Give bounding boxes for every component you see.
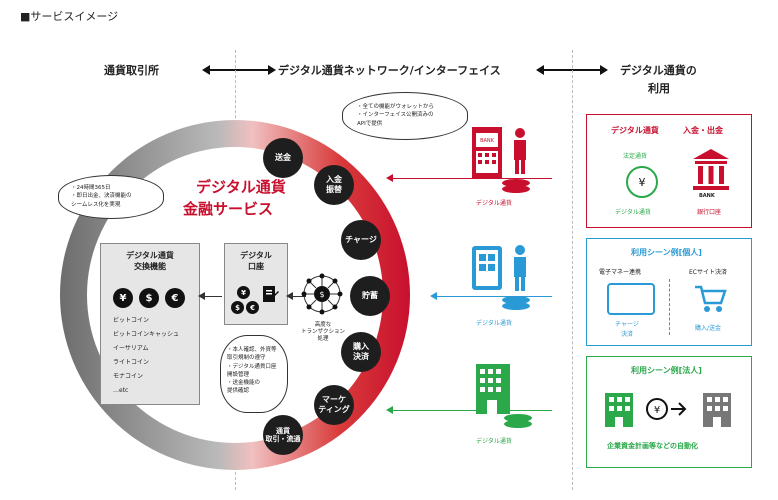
document-icon — [263, 286, 279, 302]
page-title: ■サービスイメージ — [20, 10, 119, 23]
list-item: ライトコイン — [113, 359, 150, 366]
exchange-box: デジタル通貨 交換機能 ¥ $ € ビットコイン ビットコインキャッシュ イーサ… — [100, 243, 200, 405]
panel-top-fiat-label: 法定通貨 — [623, 153, 648, 160]
list-item: ビットコインキャッシュ — [113, 331, 180, 338]
exchange-title-line2: 交換機能 — [134, 262, 166, 271]
network-node-icon: $ — [301, 273, 343, 315]
exchange-title-line1: デジタル通貨 — [126, 251, 174, 260]
dollar-coin-icon: $ — [139, 288, 159, 308]
svg-text:BANK: BANK — [480, 138, 495, 144]
wallet-yen-coin-icon: ¥ — [237, 286, 250, 299]
card-icon — [607, 283, 655, 315]
wallet-box: デジタル 口座 ¥ $ € — [224, 243, 288, 325]
building-icon — [476, 364, 532, 428]
panel-use-corporate: 利用シーン例[法人] ¥ 企業資金計画等などの自動化 — [586, 356, 752, 468]
network-label: 高度な トランザクション 処理 — [300, 322, 345, 343]
service-button-remit[interactable]: 送金 — [263, 138, 303, 178]
flow-label-blue: デジタル通貨 — [476, 320, 512, 327]
panel-mid-right-caption: 購入/送金 — [695, 325, 722, 332]
wallet-title-line1: デジタル — [240, 251, 272, 260]
flow-label-green: デジタル通貨 — [476, 438, 512, 445]
header-exchange: 通貨取引所 — [104, 64, 159, 77]
svg-text:¥: ¥ — [654, 405, 660, 416]
list-item: モナコイン — [113, 373, 144, 380]
tablet-user-icon — [472, 245, 530, 310]
arrow-green — [386, 406, 552, 414]
service-title-line1: デジタル通貨 — [196, 178, 286, 196]
header-usage-line2: 利用 — [648, 82, 670, 95]
company-building-right-icon — [703, 393, 731, 427]
list-item: イーサリアム — [113, 345, 149, 352]
service-button-trading[interactable]: 通貨 取引・流通 — [263, 415, 303, 455]
list-item: ビットコイン — [113, 317, 150, 324]
service-button-deposit[interactable]: 入金 振替 — [314, 165, 354, 205]
arrow-network-to-wallet — [286, 292, 306, 300]
header-network: デジタル通貨ネットワーク/インターフェイス — [278, 64, 501, 77]
transfer-icon: ¥ — [646, 398, 687, 420]
bank-icon — [693, 149, 729, 190]
exchange-cycle-icon: ¥ — [626, 166, 658, 198]
panel-top-bank-caption: 銀行口座 — [697, 209, 722, 216]
wallet-title-line2: 口座 — [248, 262, 264, 271]
arrow-wallet-to-exchange — [198, 292, 222, 300]
panel-mid-left-caption-2: 決済 — [621, 331, 634, 338]
panel-bottom-title: 利用シーン例[法人] — [631, 366, 702, 375]
flow-label-red: デジタル通貨 — [476, 200, 512, 207]
service-button-savings[interactable]: 貯蓄 — [350, 276, 390, 316]
cart-icon — [695, 285, 727, 312]
wallet-euro-coin-icon: € — [246, 301, 259, 314]
panel-divider — [669, 279, 670, 335]
divider-right — [572, 50, 573, 490]
arrow-header-left — [202, 65, 276, 75]
panel-bottom-caption: 企業資金計画等などの自動化 — [607, 442, 698, 450]
bank-label: BANK — [699, 193, 715, 199]
panel-mid-right-label: ECサイト決済 — [689, 269, 727, 276]
speech-bubble-exchange: ・24時間365日 ・即日出金、決済機能の シームレス化を実現 — [58, 175, 164, 219]
panel-deposit-withdrawal: デジタル通貨 入金・出金 法定通貨 ¥ デジタル通貨 BANK 銀行口座 — [586, 114, 752, 228]
wallet-dollar-coin-icon: $ — [231, 301, 244, 314]
speech-bubble-api: ・全ての機能がウォレットから ・インターフェイス公開済みの APIで提供 — [342, 92, 468, 140]
service-button-payment[interactable]: 購入 決済 — [341, 332, 381, 372]
panel-top-title-right: 入金・出金 — [683, 126, 723, 135]
panel-top-title-left: デジタル通貨 — [611, 126, 659, 135]
yen-coin-icon: ¥ — [113, 288, 133, 308]
svg-text:¥: ¥ — [639, 176, 646, 189]
currency-list: ビットコイン ビットコインキャッシュ イーサリアム ライトコイン モナコイン …… — [113, 314, 179, 398]
panel-top-digital-label: デジタル通貨 — [615, 209, 651, 216]
service-button-marketing[interactable]: マーケ ティング — [314, 385, 354, 425]
panel-mid-left-label: 電子マネー連携 — [599, 269, 642, 276]
panel-mid-left-caption-1: チャージ — [615, 321, 639, 328]
service-button-charge[interactable]: チャージ — [341, 220, 381, 260]
euro-coin-icon: € — [165, 288, 185, 308]
atm-user-icon: BANK — [472, 127, 530, 193]
list-item: …etc — [113, 387, 129, 394]
service-title-line2: 金融サービス — [183, 200, 274, 218]
panel-use-personal: 利用シーン例[個人] 電子マネー連携 ECサイト決済 チャージ 決済 購入/送金 — [586, 238, 752, 346]
panel-mid-title: 利用シーン例[個人] — [631, 248, 702, 257]
speech-bubble-wallet: ・本人確認、外資等 取引規制の遵守 ・デジタル通貨口座 開設管理 ・送金機能の … — [220, 335, 288, 413]
arrow-blue — [430, 292, 552, 300]
svg-text:$: $ — [319, 290, 324, 299]
header-usage-line1: デジタル通貨の — [620, 64, 697, 77]
company-building-left-icon — [605, 393, 633, 427]
